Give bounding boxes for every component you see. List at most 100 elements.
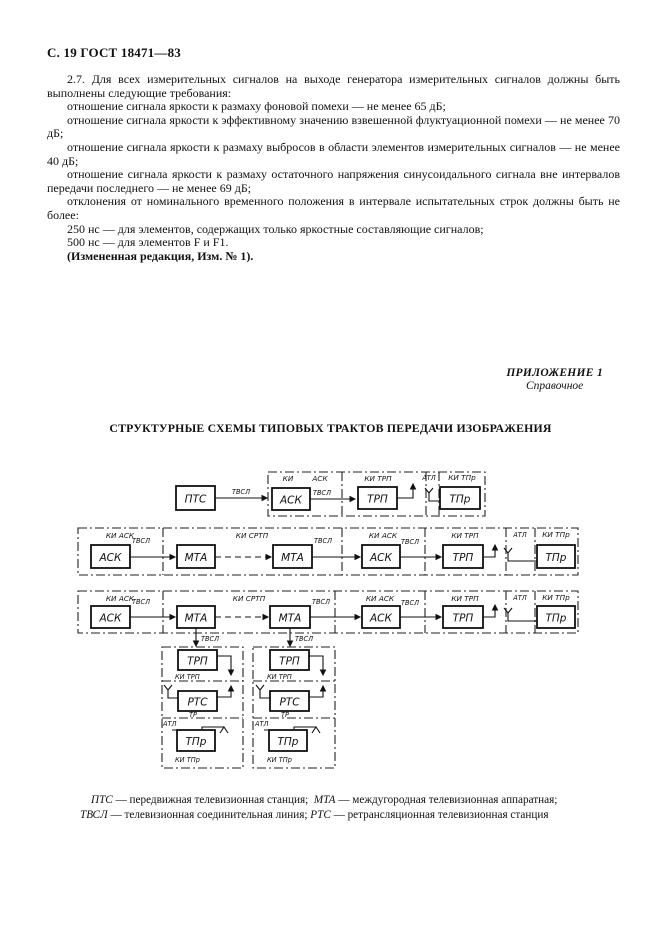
box-label-trp: ТРП: [367, 494, 388, 506]
section-label-atl: АТЛ: [421, 474, 436, 482]
box-tpr: [536, 605, 576, 629]
box-tpr: [439, 486, 481, 510]
tvsl-label: ТВСЛ: [314, 537, 332, 545]
diagram-2: КИ АСК КИ СРТП КИ АСК КИ ТРП АТЛ КИ ТПр …: [77, 527, 579, 576]
paragraph: отношение сигнала яркости к размаху фоно…: [67, 99, 446, 114]
section-label-ki-tpr: КИ ТПр: [175, 756, 200, 764]
transmit-antenna-arrow: [309, 655, 327, 677]
section-label-ki-ask: КИ АСК: [366, 594, 395, 603]
section-label-atl: АТЛ: [254, 720, 269, 728]
section-label-atl: АТЛ: [162, 720, 177, 728]
paragraph: отношение сигнала яркости к размаху оста…: [47, 167, 620, 195]
section-label-ki-ask: КИ АСК: [106, 531, 135, 540]
section-label-ki-trp: КИ ТРП: [175, 673, 200, 681]
section-label-ki-ask: КИ АСК: [369, 531, 398, 540]
box-tpr: [176, 729, 216, 752]
box-label-mta: МТА: [281, 552, 304, 564]
tvsl-label: ТВСЛ: [201, 635, 219, 643]
section-label-atl: АТЛ: [512, 531, 527, 539]
tvsl-label: ТВСЛ: [295, 635, 313, 643]
legend-desc: — междугородная телевизионная аппаратная…: [338, 794, 558, 806]
box-label-tpr: ТПр: [278, 736, 299, 748]
paragraph: отклонения от номинального временного по…: [47, 194, 620, 222]
box-pts: [175, 485, 216, 511]
box-tpr: [536, 544, 576, 569]
section-label-ki-tpr: КИ ТПр: [542, 530, 570, 539]
diagram-3: КИ АСК КИ СРТП КИ АСК КИ ТРП АТЛ КИ ТПр …: [77, 590, 579, 769]
box-label-rts: РТС: [187, 697, 208, 709]
box-label-ask: АСК: [279, 495, 303, 507]
legend-desc: — ретрансляционная телевизионная станция: [333, 809, 549, 821]
box-tpr: [268, 729, 308, 752]
box-label-tpr: ТПр: [546, 613, 567, 625]
box-label-ask: АСК: [99, 613, 123, 625]
diagram-1: КИ АСК КИ ТРП АТЛ КИ ТПр ПТС ТВСЛ АСК ТВ…: [175, 471, 486, 517]
section-label-ki-trp: КИ ТРП: [451, 594, 479, 603]
box-trp: [177, 649, 218, 671]
section-label-ki-ask: КИ АСК: [106, 594, 135, 603]
box-label-mta: МТА: [279, 613, 302, 625]
legend-abbr: МТА: [313, 794, 336, 806]
tvsl-label: ТВСЛ: [401, 538, 419, 546]
box-label-ask: АСК: [369, 552, 393, 564]
relay-subchain: ТРП КИ ТРП РТС ТР АТЛ ТПр КИ ТПр: [252, 646, 336, 769]
legend-abbr: ТВСЛ: [80, 809, 108, 821]
legend-abbr: РТС: [310, 809, 331, 821]
box-label-tpr: ТПр: [186, 736, 207, 748]
section-label-tr: ТР: [281, 711, 289, 719]
box-label-tpr: ТПр: [450, 494, 471, 506]
transmit-antenna-arrow: [309, 684, 327, 698]
section-label-ki-tpr: КИ ТПр: [448, 473, 476, 482]
channel-region: [77, 527, 579, 576]
paragraph: 2.7. Для всех измерительных сигналов на …: [47, 72, 620, 100]
paragraph: отношение сигнала яркости к эффективному…: [47, 112, 620, 141]
tvsl-label: ТВСЛ: [312, 598, 330, 606]
box-label-mta: МТА: [185, 552, 208, 564]
antenna-icon: [503, 607, 537, 622]
section-label-ki-trp: КИ ТРП: [364, 474, 392, 483]
paragraph: 500 нс — для элементов F и F1.: [67, 235, 229, 250]
amended-edition-note: (Измененная редакция, Изм. № 1).: [67, 248, 254, 263]
tvsl-label: ТВСЛ: [401, 599, 419, 607]
box-label-mta: МТА: [185, 613, 208, 625]
box-label-trp: ТРП: [453, 552, 474, 564]
section-label-ki-trp: КИ ТРП: [451, 531, 479, 540]
box-label-pts: ПТС: [185, 494, 207, 506]
schemes-title: СТРУКТУРНЫЕ СХЕМЫ ТИПОВЫХ ТРАКТОВ ПЕРЕДА…: [109, 421, 552, 435]
tvsl-label: ТВСЛ: [132, 537, 150, 545]
box-rts: [269, 690, 310, 712]
legend-desc: — передвижная телевизионная станция;: [115, 794, 309, 806]
appendix-note: Справочное: [526, 380, 584, 392]
box-label-trp: ТРП: [453, 613, 474, 625]
box-label-ask: АСК: [99, 552, 123, 564]
section-label-ki-tpr: КИ ТПр: [267, 756, 292, 764]
appendix-block: ПРИЛОЖЕНИЕ 1 Справочное: [506, 367, 603, 393]
box-label-trp: ТРП: [187, 656, 208, 668]
transmit-antenna-arrow: [217, 655, 235, 677]
section-label-ki-srtp: КИ СРТП: [236, 531, 269, 540]
legend-line: ПТС — передвижная телевизионная станция;…: [80, 793, 615, 808]
section-label-ki-srtp: КИ СРТП: [233, 594, 266, 603]
channel-region: [77, 590, 579, 634]
box-trp: [269, 649, 310, 671]
transmit-antenna-arrow: [397, 482, 417, 499]
antenna-icon: [255, 684, 270, 699]
box-rts: [177, 690, 218, 712]
section-label-ask: АСК: [311, 474, 328, 483]
section-label-atl: АТЛ: [512, 594, 527, 602]
transmit-antenna-arrow: [483, 543, 499, 558]
box-label-tpr: ТПр: [546, 552, 567, 564]
legend-desc: — телевизионная соединительная линия;: [110, 809, 308, 821]
appendix-label: ПРИЛОЖЕНИЕ 1: [506, 367, 603, 379]
tvsl-label: ТВСЛ: [232, 488, 250, 496]
abbreviation-legend: ПТС — передвижная телевизионная станция;…: [80, 793, 615, 823]
tvsl-label: ТВСЛ: [313, 489, 331, 497]
tvsl-label: ТВСЛ: [132, 598, 150, 606]
paragraph: отношение сигнала яркости к размаху выбр…: [47, 139, 620, 168]
box-label-rts: РТС: [279, 697, 300, 709]
legend-line: ТВСЛ — телевизионная соединительная лини…: [80, 808, 615, 823]
paragraph: 250 нс — для элементов, содержащих тольк…: [67, 221, 484, 236]
page-header: С. 19 ГОСТ 18471—83: [47, 45, 181, 60]
transmit-antenna-arrow: [483, 603, 499, 618]
